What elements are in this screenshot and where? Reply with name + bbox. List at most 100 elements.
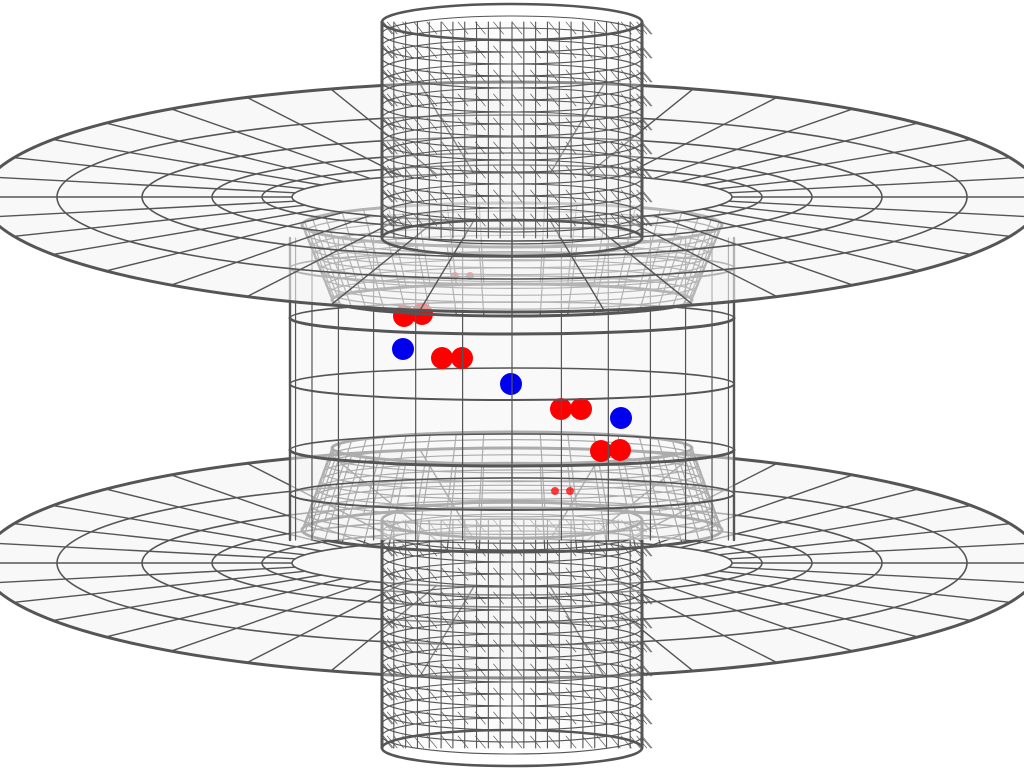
upper-column-brace [493, 189, 504, 203]
lower-column-brace [609, 663, 621, 677]
upper-column-brace [386, 45, 398, 59]
upper-column-brace [402, 117, 413, 131]
upper-column-brace [393, 141, 405, 155]
lower-column-brace [565, 639, 577, 653]
upper-radial-disk-spoke [13, 156, 306, 190]
upper-radial-disk-spoke [105, 211, 345, 272]
upper-column-brace [441, 93, 453, 107]
lower-column-brace [457, 711, 469, 725]
upper-radial-disk-spoke [652, 214, 854, 286]
upper-column-brace [381, 45, 393, 59]
lower-column-brace [548, 543, 559, 557]
upper-radial-disk-spoke [621, 217, 778, 298]
lower-column-brace [530, 687, 541, 701]
upper-column-brace [596, 93, 608, 107]
lower-column-brace [565, 687, 577, 701]
upper-column-brace [383, 213, 394, 227]
upper-column-brace [426, 21, 438, 35]
upper-column-brace [629, 45, 641, 59]
lower-column-brace [475, 543, 486, 557]
upper-column [380, 2, 653, 258]
upper-column-brace [548, 141, 559, 155]
lower-column-brace [402, 687, 413, 701]
blue-particle [392, 338, 414, 360]
upper-column-brace [441, 45, 453, 59]
upper-column-brace [511, 189, 523, 203]
lower-column-brace [596, 735, 608, 749]
lower-radial-disk-spoke [13, 522, 306, 556]
lower-radial-disk-spoke [105, 577, 345, 638]
lower-column-brace [383, 591, 394, 605]
upper-column-brace [386, 93, 398, 107]
lower-column-brace [641, 567, 653, 581]
lower-column-brace [641, 639, 653, 653]
lower-column-brace [629, 567, 641, 581]
lower-column-brace [581, 615, 593, 629]
lower-column-brace [413, 663, 425, 677]
lower-column-brace [530, 663, 541, 677]
lower-column-brace [413, 711, 425, 725]
upper-column-brace [609, 189, 621, 203]
lower-column-brace [493, 615, 504, 629]
upper-column-brace [530, 45, 541, 59]
lower-column-brace [413, 639, 425, 653]
lower-column-brace [609, 687, 621, 701]
lower-column-brace [609, 735, 621, 749]
upper-radial-disk-spoke [586, 88, 694, 176]
lower-radial-disk-spoke [718, 522, 1011, 556]
upper-column-brace [641, 45, 653, 59]
upper-column-brace [393, 117, 405, 131]
lower-column-brace [548, 591, 559, 605]
lower-column-brace [641, 615, 653, 629]
lower-column-brace [441, 591, 453, 605]
lower-column-brace [441, 687, 453, 701]
upper-column-brace [511, 141, 523, 155]
lower-column-brace [565, 591, 577, 605]
upper-column-brace [381, 213, 393, 227]
upper-column-brace [629, 165, 641, 179]
lower-column-brace [383, 663, 394, 677]
lower-column-brace [381, 567, 393, 581]
lower-column-brace [641, 735, 653, 749]
lower-column-brace [629, 591, 641, 605]
upper-column-brace [441, 69, 453, 83]
lower-column-brace [426, 687, 438, 701]
upper-column-brace [381, 117, 393, 131]
upper-column-brace [511, 165, 523, 179]
upper-column-brace [581, 69, 593, 83]
lower-column-brace [381, 639, 393, 653]
lower-column-brace [629, 615, 641, 629]
upper-radial-disk-spoke [105, 122, 345, 183]
upper-column-brace [493, 45, 504, 59]
lower-column-brace [565, 663, 577, 677]
upper-column-brace [475, 21, 486, 35]
upper-column-brace [402, 69, 413, 83]
upper-column-brace [641, 93, 653, 107]
lower-radial-disk-spoke [52, 574, 323, 622]
lower-column-brace [402, 663, 413, 677]
upper-column-brace [530, 165, 541, 179]
upper-column-brace [530, 69, 541, 83]
lower-column-brace [383, 543, 394, 557]
lower-column-brace [393, 591, 405, 605]
lower-column-brace [548, 567, 559, 581]
lower-radial-disk-spoke [621, 583, 778, 664]
upper-column-brace [641, 21, 653, 35]
lower-column-brace [402, 711, 413, 725]
lower-column-brace [581, 591, 593, 605]
lower-column-brace [565, 567, 577, 581]
lower-column-brace [426, 639, 438, 653]
lower-column-brace [457, 567, 469, 581]
lower-column-brace [596, 639, 608, 653]
lower-column-brace [393, 567, 405, 581]
upper-column-brace [426, 189, 438, 203]
upper-column-brace [441, 213, 453, 227]
upper-column-brace [475, 165, 486, 179]
lower-column-brace [641, 711, 653, 725]
upper-column-brace [596, 189, 608, 203]
lower-column-brace [383, 711, 394, 725]
red-particle [609, 439, 631, 461]
lower-column-brace [475, 687, 486, 701]
lower-column-brace [402, 591, 413, 605]
